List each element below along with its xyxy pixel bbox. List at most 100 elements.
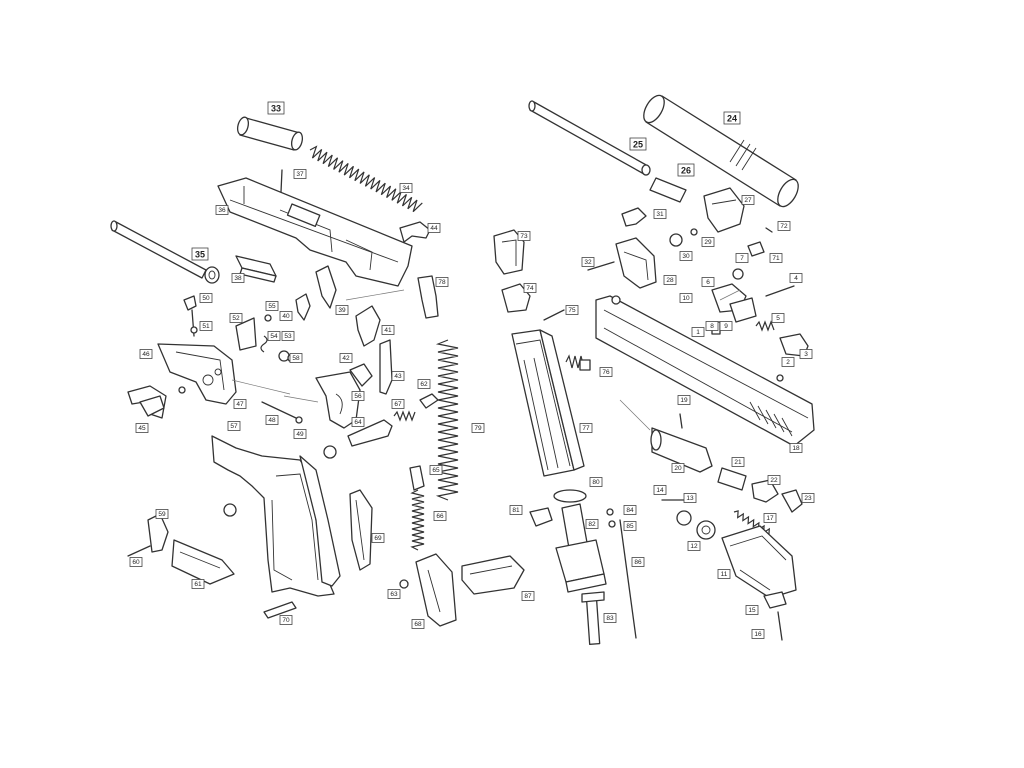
svg-text:47: 47 (236, 401, 244, 408)
part-label-69: 69 (371, 533, 385, 543)
slide-internals (711, 268, 809, 382)
part-label-62: 62 (417, 379, 431, 389)
part-34-recoil-spring (309, 145, 423, 213)
part-label-46: 46 (139, 349, 153, 359)
part-label-73: 73 (517, 231, 531, 241)
svg-text:73: 73 (520, 233, 528, 240)
part-label-37: 37 (293, 169, 307, 179)
svg-text:77: 77 (582, 425, 590, 432)
svg-text:39: 39 (338, 307, 346, 314)
part-label-30: 30 (679, 251, 693, 261)
svg-text:58: 58 (292, 355, 300, 362)
part-label-29: 29 (701, 237, 715, 247)
part-label-9: 9 (719, 321, 733, 331)
part-11-rear-block (721, 525, 797, 599)
part-label-11: 11 (717, 569, 731, 579)
part-label-81: 81 (509, 505, 523, 515)
part-label-72: 72 (777, 221, 791, 231)
svg-text:45: 45 (138, 425, 146, 432)
part-label-33: 33 (267, 101, 285, 115)
svg-text:61: 61 (194, 581, 202, 588)
part-label-61: 61 (191, 579, 205, 589)
part-27-hopup (703, 187, 745, 233)
parts-19-21 (650, 413, 747, 491)
part-label-24: 24 (723, 111, 741, 125)
svg-text:7: 7 (740, 255, 744, 262)
part-label-66: 66 (433, 511, 447, 521)
svg-text:76: 76 (602, 369, 610, 376)
part-label-13: 13 (683, 493, 697, 503)
part-label-28: 28 (663, 275, 677, 285)
part-label-19: 19 (677, 395, 691, 405)
svg-text:33: 33 (271, 104, 281, 114)
part-label-54: 54 (267, 331, 281, 341)
svg-text:68: 68 (414, 621, 422, 628)
parts-65-68 (399, 465, 457, 627)
part-label-17: 17 (763, 513, 777, 523)
svg-text:10: 10 (682, 295, 690, 302)
part-57-grip-frame (211, 435, 341, 597)
parts-81-82 (529, 503, 607, 593)
svg-text:17: 17 (766, 515, 774, 522)
part-label-63: 63 (387, 589, 401, 599)
part-label-41: 41 (381, 325, 395, 335)
parts-29-72 (669, 227, 773, 257)
part-77-magazine (511, 329, 585, 477)
part-label-16: 16 (751, 629, 765, 639)
svg-text:74: 74 (526, 285, 534, 292)
part-label-35: 35 (191, 247, 209, 261)
svg-text:71: 71 (772, 255, 780, 262)
part-label-59: 59 (155, 509, 169, 519)
part-label-21: 21 (731, 457, 745, 467)
svg-text:18: 18 (792, 445, 800, 452)
part-70-pin (263, 601, 297, 619)
part-label-68: 68 (411, 619, 425, 629)
leader-lines (231, 289, 741, 431)
part-label-64: 64 (351, 417, 365, 427)
part-label-20: 20 (671, 463, 685, 473)
part-label-2: 2 (781, 357, 795, 367)
svg-text:31: 31 (656, 211, 664, 218)
svg-text:16: 16 (754, 631, 762, 638)
svg-text:15: 15 (748, 607, 756, 614)
parts-84-85 (606, 508, 616, 528)
part-1-slide (595, 295, 815, 447)
hammer-sear-parts (295, 265, 393, 395)
svg-text:53: 53 (284, 333, 292, 340)
part-31-clip (621, 207, 647, 227)
part-label-47: 47 (233, 399, 247, 409)
part-label-67: 67 (391, 399, 405, 409)
svg-text:30: 30 (682, 253, 690, 260)
svg-text:72: 72 (780, 223, 788, 230)
svg-text:69: 69 (374, 535, 382, 542)
part-label-4: 4 (789, 273, 803, 283)
part-label-79: 79 (471, 423, 485, 433)
part-label-56: 56 (351, 391, 365, 401)
svg-text:29: 29 (704, 239, 712, 246)
part-label-84: 84 (623, 505, 637, 515)
part-label-8: 8 (705, 321, 719, 331)
part-33-guide-tube (236, 116, 304, 151)
part-label-65: 65 (429, 465, 443, 475)
parts-12-14 (661, 499, 716, 540)
svg-text:12: 12 (690, 543, 698, 550)
svg-text:42: 42 (342, 355, 350, 362)
part-label-86: 86 (631, 557, 645, 567)
svg-text:40: 40 (282, 313, 290, 320)
part-26 (649, 177, 687, 203)
svg-text:87: 87 (524, 593, 532, 600)
parts-73-74 (493, 229, 531, 313)
svg-text:85: 85 (626, 523, 634, 530)
svg-text:5: 5 (776, 315, 780, 322)
svg-text:59: 59 (158, 511, 166, 518)
svg-text:9: 9 (724, 323, 728, 330)
svg-text:27: 27 (744, 197, 752, 204)
svg-text:37: 37 (296, 171, 304, 178)
part-label-15: 15 (745, 605, 759, 615)
part-label-10: 10 (679, 293, 693, 303)
part-label-52: 52 (229, 313, 243, 323)
svg-text:82: 82 (588, 521, 596, 528)
svg-text:49: 49 (296, 431, 304, 438)
part-label-25: 25 (629, 137, 647, 151)
